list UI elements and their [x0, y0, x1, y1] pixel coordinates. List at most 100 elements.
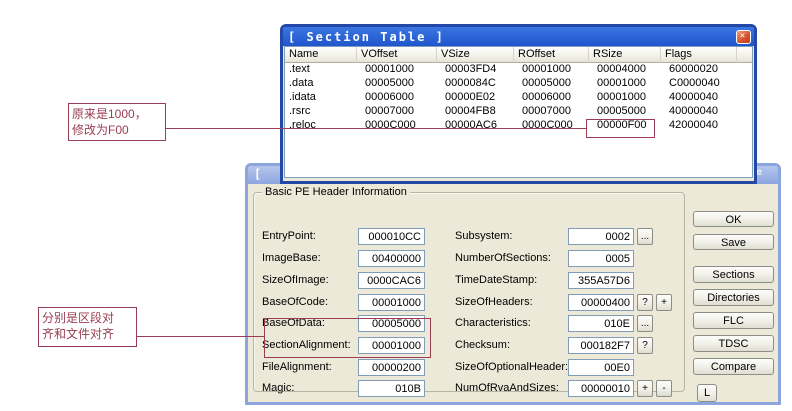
sizeofheaders-label: SizeOfHeaders: — [455, 296, 533, 308]
sizeofoptionalheader-field[interactable]: 00E0 — [568, 359, 634, 376]
cell-flags: 40000040 — [669, 105, 718, 117]
table-row[interactable]: .text 00001000 00003FD4 00001000 0000400… — [285, 63, 752, 77]
characteristics-label: Characteristics: — [455, 317, 531, 329]
dialog-title-fragment-right: e — [756, 167, 763, 178]
annotation-note-alignment: 分别是区段对 齐和文件对齐 — [38, 307, 137, 347]
cell-rsize: 00000F00 — [597, 119, 647, 131]
table-row[interactable]: .data 00005000 0000084C 00005000 0000100… — [285, 77, 752, 91]
sizeofoptionalheader-label: SizeOfOptionalHeader: — [455, 361, 569, 373]
numberofsections-label: NumberOfSections: — [455, 252, 551, 264]
cell-roffset: 00007000 — [522, 105, 571, 117]
close-icon[interactable]: ✕ — [736, 29, 751, 44]
compare-button[interactable]: Compare — [693, 358, 774, 375]
annotation-note-reloc: 原来是1000， 修改为F00 — [68, 103, 166, 141]
annotation-text: 原来是1000， — [72, 107, 147, 121]
cell-flags: 42000040 — [669, 119, 718, 131]
cell-roffset: 0000C000 — [522, 119, 573, 131]
field-row: SizeOfImage: 0000CAC6 TimeDateStamp: 355… — [248, 272, 778, 290]
field-row: BaseOfData: 00005000 Characteristics: 01… — [248, 315, 778, 333]
annotation-text: 齐和文件对齐 — [42, 327, 115, 341]
entrypoint-label: EntryPoint: — [262, 230, 316, 242]
save-button[interactable]: Save — [693, 234, 774, 250]
cell-voffset: 00005000 — [365, 77, 414, 89]
cell-rsize: 00004000 — [597, 63, 646, 75]
numofrvaandsizes-label: NumOfRvaAndSizes: — [455, 382, 559, 394]
baseofcode-label: BaseOfCode: — [262, 296, 329, 308]
sizeofheaders-plus-button[interactable]: + — [656, 294, 672, 311]
dialog-body: Basic PE Header Information EntryPoint: … — [248, 184, 778, 402]
cell-rsize: 00005000 — [597, 105, 646, 117]
magic-label: Magic: — [262, 382, 295, 394]
cell-name: .reloc — [289, 119, 316, 131]
ok-button[interactable]: OK — [693, 211, 774, 227]
pe-header-dialog: [ e Basic PE Header Information EntryPoi… — [245, 163, 781, 405]
entrypoint-field[interactable]: 000010CC — [358, 228, 425, 245]
column-header-roffset[interactable]: ROffset — [514, 47, 589, 63]
cell-name: .text — [289, 63, 310, 75]
section-table-window: [ Section Table ] ✕ Name VOffset VSize R… — [280, 24, 757, 184]
column-header-rsize[interactable]: RSize — [589, 47, 661, 63]
annotation-highlight-alignment — [264, 318, 431, 358]
l-button[interactable]: L — [697, 384, 717, 402]
cell-vsize: 00003FD4 — [445, 63, 497, 75]
filealignment-label: FileAlignment: — [262, 361, 332, 373]
sectionalignment-field[interactable]: 00001000 — [358, 337, 425, 354]
subsystem-label: Subsystem: — [455, 230, 513, 242]
annotation-text: 修改为F00 — [72, 123, 129, 137]
checksum-calc-button[interactable]: ? — [637, 337, 653, 354]
cell-vsize: 00000AC6 — [445, 119, 497, 131]
baseofcode-field[interactable]: 00001000 — [358, 294, 425, 311]
filealignment-field[interactable]: 00000200 — [358, 359, 425, 376]
field-row: ImageBase: 00400000 NumberOfSections: 00… — [248, 250, 778, 268]
directories-button[interactable]: Directories — [693, 289, 774, 306]
column-header-flags[interactable]: Flags — [661, 47, 737, 63]
numberofsections-field[interactable]: 0005 — [568, 250, 634, 267]
dialog-title-fragment-left: [ — [254, 167, 262, 181]
annotation-line-alignment — [136, 336, 264, 337]
imagebase-field[interactable]: 00400000 — [358, 250, 425, 267]
baseofdata-field[interactable]: 00005000 — [358, 315, 425, 332]
cell-roffset: 00006000 — [522, 91, 571, 103]
field-row: EntryPoint: 000010CC Subsystem: 0002 ... — [248, 228, 778, 246]
column-header-vsize[interactable]: VSize — [437, 47, 514, 63]
cell-rsize: 00001000 — [597, 77, 646, 89]
sizeofimage-field[interactable]: 0000CAC6 — [358, 272, 425, 289]
flc-button[interactable]: FLC — [693, 312, 774, 329]
cell-voffset: 00007000 — [365, 105, 414, 117]
numofrva-plus-button[interactable]: + — [637, 380, 653, 397]
checksum-field[interactable]: 000182F7 — [568, 337, 634, 354]
annotation-text: 分别是区段对 — [42, 311, 115, 325]
sizeofheaders-calc-button[interactable]: ? — [637, 294, 653, 311]
field-row: SectionAlignment: 00001000 Checksum: 000… — [248, 337, 778, 355]
listview-header: Name VOffset VSize ROffset RSize Flags — [285, 47, 752, 63]
sizeofheaders-field[interactable]: 00000400 — [568, 294, 634, 311]
tdsc-button[interactable]: TDSC — [693, 335, 774, 352]
section-table-titlebar[interactable]: [ Section Table ] ✕ — [283, 27, 754, 46]
section-table-title: [ Section Table ] — [288, 29, 445, 44]
cell-voffset: 00001000 — [365, 63, 414, 75]
characteristics-field[interactable]: 010E — [568, 315, 634, 332]
magic-field[interactable]: 010B — [358, 380, 425, 397]
column-header-voffset[interactable]: VOffset — [357, 47, 437, 63]
table-row[interactable]: .idata 00006000 00000E02 00006000 000010… — [285, 91, 752, 105]
numofrvaandsizes-field[interactable]: 00000010 — [568, 380, 634, 397]
imagebase-label: ImageBase: — [262, 252, 321, 264]
characteristics-more-button[interactable]: ... — [637, 315, 653, 332]
subsystem-more-button[interactable]: ... — [637, 228, 653, 245]
cell-name: .data — [289, 77, 314, 89]
column-header-name[interactable]: Name — [285, 47, 357, 63]
cell-name: .rsrc — [289, 105, 311, 117]
table-row[interactable]: .reloc 0000C000 00000AC6 0000C000 00000F… — [285, 119, 752, 133]
sectionalignment-label: SectionAlignment: — [262, 339, 351, 351]
sections-button[interactable]: Sections — [693, 266, 774, 283]
cell-voffset: 0000C000 — [365, 119, 416, 131]
table-row[interactable]: .rsrc 00007000 00004FB8 00007000 0000500… — [285, 105, 752, 119]
subsystem-field[interactable]: 0002 — [568, 228, 634, 245]
cell-name: .idata — [289, 91, 316, 103]
numofrva-minus-button[interactable]: - — [656, 380, 672, 397]
cell-flags: 60000020 — [669, 63, 718, 75]
cell-roffset: 00001000 — [522, 63, 571, 75]
column-header-filler — [737, 47, 752, 63]
timedatestamp-field[interactable]: 355A57D6 — [568, 272, 634, 289]
section-listview: Name VOffset VSize ROffset RSize Flags .… — [284, 46, 753, 178]
